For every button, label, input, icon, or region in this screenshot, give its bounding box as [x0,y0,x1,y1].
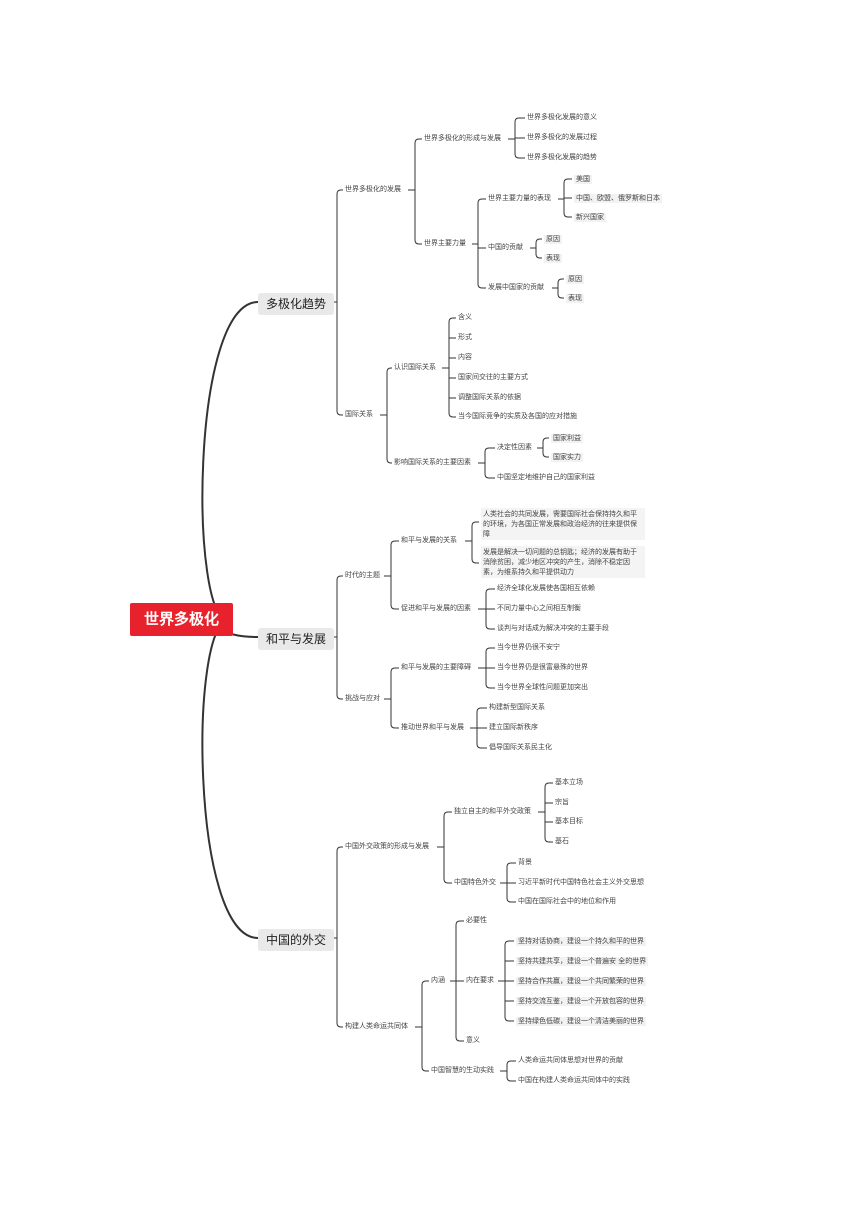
leaf-interaction-methods: 国家间交往的主要方式 [458,373,528,381]
topic-decisive-factors: 决定性因素 [497,443,532,451]
paragraph-common-development: 人类社会的共同发展，需要国际社会保持持久和平的环境，为各国正常发展和政治经济的往… [481,508,645,540]
topic-independent-peace-policy: 独立自主的和平外交政策 [454,807,531,815]
leaf-meaning: 含义 [458,313,472,321]
leaf-contribution-to-world: 人类命运共同体思想对世界的贡献 [518,1056,623,1064]
topic-multipolar-development: 世界多极化的发展 [345,185,401,193]
leaf-form: 形式 [458,333,472,341]
leaf-china-practice: 中国在构建人类命运共同体中的实践 [518,1076,630,1084]
topic-foreign-policy-formation: 中国外交政策的形成与发展 [345,842,429,850]
topic-power-manifestation: 世界主要力量的表现 [488,194,551,202]
topic-era-theme: 时代的主题 [345,571,380,579]
leaf-china-status-role: 中国在国际社会中的地位和作用 [518,897,616,905]
leaf-green-clean: 坚持绿色低碳，建设一个清洁美丽的世界 [516,1017,646,1026]
leaf-content: 内容 [458,353,472,361]
topic-formation-development: 世界多极化的形成与发展 [424,134,501,142]
leaf-power-balance: 不同力量中心之间相互制衡 [497,604,581,612]
leaf-process: 世界多极化的发展过程 [527,133,597,141]
leaf-basic-stance: 基本立场 [555,778,583,786]
topic-major-powers: 世界主要力量 [424,239,466,247]
topic-connotation: 内涵 [431,976,445,984]
topic-international-relations: 国际关系 [345,410,373,418]
leaf-new-relations: 构建新型国际关系 [489,703,545,711]
leaf-background: 背景 [518,858,532,866]
leaf-xi-diplomatic-thought: 习近平新时代中国特色社会主义外交思想 [518,878,644,886]
leaf-necessity: 必要性 [466,916,487,924]
leaf-significance: 世界多极化发展的意义 [527,113,597,121]
topic-main-obstacles: 和平与发展的主要障碍 [401,663,471,671]
leaf-dialogue-peace: 坚持对话协商，建设一个持久和平的世界 [516,937,646,946]
leaf-new-order: 建立国际新秩序 [489,723,538,731]
leaf-emerging-nations: 新兴国家 [574,213,606,222]
leaf-competition-essence: 当今国际竞争的实质及各国的应对措施 [458,412,577,420]
topic-understand-relations: 认识国际关系 [394,363,436,371]
leaf-national-strength: 国家实力 [551,453,583,462]
branch-china-diplomacy: 中国的外交 [258,929,335,951]
leaf-wealth-gap: 当今世界仍是很富悬殊的世界 [497,663,588,671]
leaf-trend: 世界多极化发展的趋势 [527,153,597,161]
leaf-globalization-interdependence: 经济全球化发展使各国相互依赖 [497,584,595,592]
leaf-basic-goal: 基本目标 [555,817,583,825]
topic-influencing-factors: 影响国际关系的主要因素 [394,458,471,466]
leaf-negotiation-dialogue: 谈判与对话成为解决冲突的主要手段 [497,624,609,632]
leaf-china-defends-interest: 中国坚定地维护自己的国家利益 [497,473,595,481]
leaf-global-issues: 当今世界全球性问题更加突出 [497,683,588,691]
leaf-developing-performance: 表现 [566,294,584,303]
leaf-democratization: 倡导国际关系民主化 [489,743,552,751]
leaf-adjustment-basis: 调整国际关系的依据 [458,393,521,401]
leaf-usa: 美国 [574,175,592,184]
paragraph-development-key: 发展是解决一切问题的总钥匙；经济的发展有助于消除贫困，减少地区冲突的产生，消除不… [481,546,645,578]
leaf-purpose: 宗旨 [555,798,569,806]
topic-promoting-factors: 促进和平与发展的因素 [401,604,471,612]
branch-peace-development: 和平与发展 [258,628,335,650]
leaf-significance-community: 意义 [466,1036,480,1044]
topic-peace-dev-relation: 和平与发展的关系 [401,536,457,544]
topic-shared-future: 构建人类命运共同体 [345,1022,408,1030]
topic-chinese-wisdom-practice: 中国智慧的生动实践 [431,1066,494,1074]
leaf-win-win-prosperity: 坚持合作共赢，建设一个共同繁荣的世界 [516,977,646,986]
leaf-world-unrest: 当今世界仍很不安宁 [497,643,560,651]
topic-inherent-requirements: 内在要求 [466,976,494,984]
leaf-developing-reason: 原因 [566,275,584,284]
topic-developing-contribution: 发展中国家的贡献 [488,283,544,291]
leaf-exchange-inclusive: 坚持交流互鉴，建设一个开放包容的世界 [516,997,646,1006]
topic-characteristic-diplomacy: 中国特色外交 [454,878,496,886]
leaf-china-performance: 表现 [544,254,562,263]
topic-challenges-response: 挑战与应对 [345,694,380,702]
topic-promote-peace-dev: 推动世界和平与发展 [401,723,464,731]
leaf-shared-security: 坚持共建共享，建设一个普遍安 全的世界 [516,957,649,966]
leaf-national-interest: 国家利益 [551,434,583,443]
leaf-china-eu-russia-japan: 中国、欧盟、俄罗斯和日本 [574,194,662,203]
topic-china-contribution: 中国的贡献 [488,243,523,251]
leaf-cornerstone: 基石 [555,837,569,845]
branch-multipolar-trend: 多极化趋势 [258,293,335,315]
root-node: 世界多极化 [130,603,234,636]
leaf-china-reason: 原因 [544,235,562,244]
